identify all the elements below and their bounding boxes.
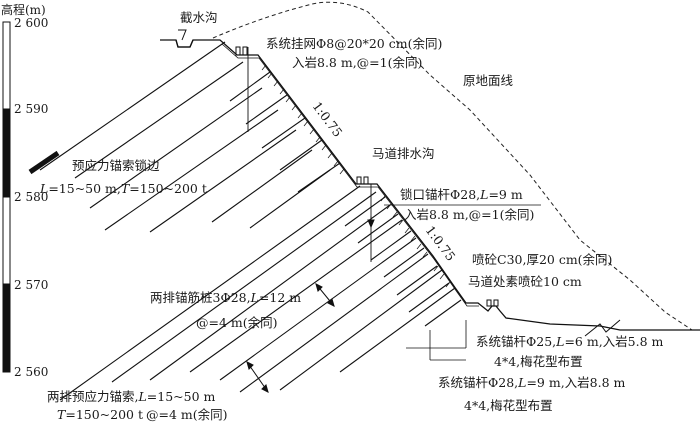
ground-break-symbol (584, 319, 621, 337)
label-net-line2: 入岩8.8 m,@=1(余同) (292, 55, 422, 70)
label-lock-bolt: 锁口锚杆Φ28,L=9 m (400, 187, 523, 202)
label-lock-bolt-line2: 入岩8.8 m,@=1(余同) (404, 207, 534, 222)
net-hatching (261, 64, 451, 288)
original-ground-line (212, 1, 693, 331)
label-slope-ratio-lower: 1:0.75 (423, 223, 459, 264)
axis-tick-2590: 2 590 (14, 102, 48, 116)
label-original-ground: 原地面线 (463, 73, 514, 88)
label-intercept-ditch: 截水沟 (180, 10, 218, 25)
axis-tick-2600: 2 600 (14, 16, 48, 30)
label-bolt28-line2: 4*4,梅花型布置 (464, 398, 553, 413)
label-bolt25-L: L (555, 334, 564, 349)
lock-edge-anchor-head (28, 150, 60, 175)
label-bolt25-pre: 系统锚杆Φ25, (476, 334, 556, 349)
label-anchor-edge-L: L (39, 181, 48, 196)
label-bolt25: 系统锚杆Φ25,L=6 m,入岩5.8 m (476, 334, 664, 349)
label-pile: 两排锚筋桩3Φ28,L=12 m (150, 290, 301, 305)
axis-tick-2560: 2 560 (14, 365, 48, 379)
label-anchor-edge: 预应力锚索锁边 (72, 158, 160, 173)
label-bolt25-tail: =6 m,入岩5.8 m (564, 334, 663, 349)
label-shotcrete-line2: 马道处素喷砼10 cm (468, 274, 582, 289)
label-bolt25-line2: 4*4,梅花型布置 (494, 354, 583, 369)
axis-title: 高程(m) (1, 2, 46, 17)
axis-tick-2580: 2 580 (14, 190, 48, 204)
label-cable-tail: =15~50 m (147, 389, 216, 404)
scale-segment-white-top (2, 21, 11, 110)
label-slope-ratio-upper: 1:0.75 (310, 99, 346, 140)
slope-profile (160, 39, 700, 331)
scale-segment-black-bottom (2, 283, 11, 373)
label-bolt28-pre: 系统锚杆Φ28, (438, 375, 518, 390)
label-pile-tail: =12 m (259, 290, 301, 305)
scale-segment-black-upper (2, 108, 11, 198)
label-cable-pre: 两排预应力锚索, (47, 389, 138, 404)
label-leader-lines (406, 320, 467, 361)
label-bolt28: 系统锚杆Φ28,L=9 m,入岩8.8 m (438, 375, 626, 390)
label-cable-spacing: @=4 m(余同) (146, 407, 228, 422)
label-anchor-edge-T: T (121, 181, 131, 196)
label-lock-bolt-pre: 锁口锚杆Φ28, (400, 187, 480, 202)
label-bolt28-tail: =9 m,入岩8.8 m (526, 375, 625, 390)
berm-ditch-blocks (235, 46, 499, 307)
label-cable-line2-tail: =150~200 t (65, 407, 143, 422)
label-lock-bolt-tail: =9 m (488, 187, 522, 202)
label-cable-line2: T=150~200 t (57, 407, 143, 422)
label-lock-bolt-L: L (479, 187, 488, 202)
label-net-line1: 系统挂网Φ8@20*20 cm(余同) (266, 36, 442, 51)
scale-segment-white-lower (2, 196, 11, 285)
label-anchor-edge-params: L=15~50 m,T=150~200 t (39, 181, 207, 196)
elevation-scale: 高程(m) 2 600 2 590 2 580 2 570 2 560 (1, 2, 48, 379)
label-anchor-edge-mid: =15~50 m, (48, 181, 121, 196)
label-berm-ditch: 马道排水沟 (372, 146, 435, 161)
label-shotcrete-line1: 喷砼C30,厚20 cm(余同) (472, 252, 612, 267)
label-bolt28-L: L (517, 375, 526, 390)
label-cable-L: L (137, 389, 146, 404)
label-cable: 两排预应力锚索,L=15~50 m (47, 389, 216, 404)
intercept-ditch (175, 29, 194, 48)
label-pile-L: L (250, 290, 259, 305)
label-anchor-edge-tail: =150~200 t (129, 181, 207, 196)
anchor-lines (39, 41, 462, 401)
shotcrete-layer-line (221, 43, 479, 307)
spacing-arrows (246, 216, 375, 393)
label-cable-T: T (57, 407, 67, 422)
label-pile-pre: 两排锚筋桩3Φ28, (150, 290, 251, 305)
label-pile-line2: @=4 m(余同) (196, 315, 278, 330)
axis-tick-2570: 2 570 (14, 278, 48, 292)
